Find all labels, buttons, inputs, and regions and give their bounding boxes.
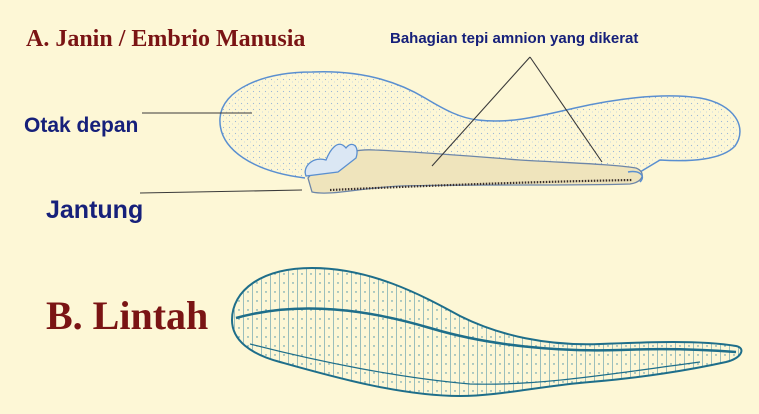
heart-leader-line: [140, 190, 302, 193]
leech-body-outline: [232, 268, 741, 396]
leech-drawing: [232, 268, 741, 396]
embryo-drawing: [220, 72, 740, 193]
